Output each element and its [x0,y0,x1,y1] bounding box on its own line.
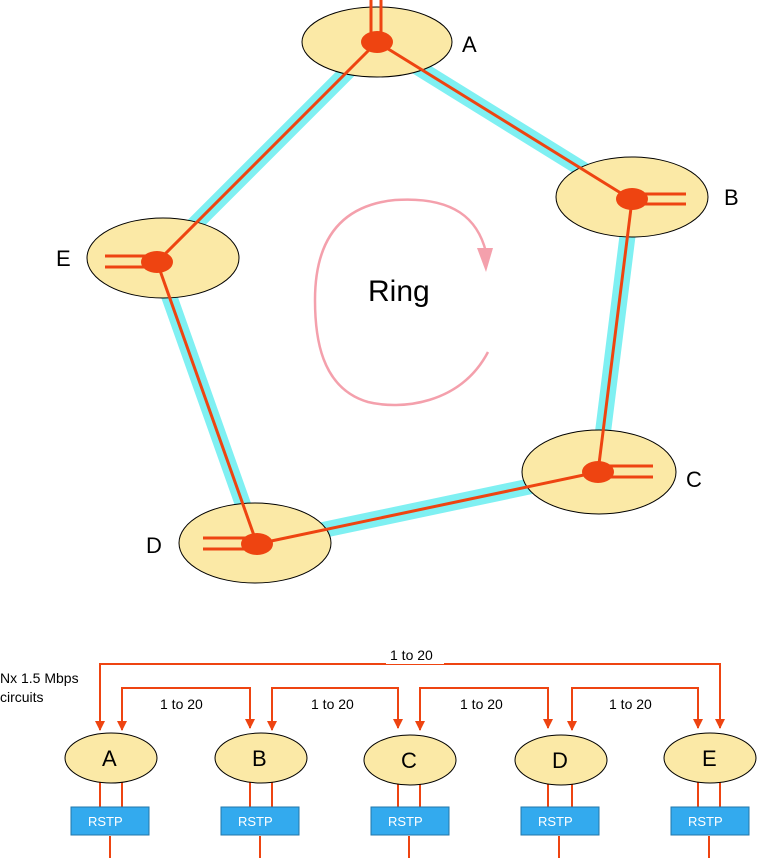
circuit-note-line1: Nx 1.5 Mbps [0,670,79,686]
ring-label-b: B [724,185,739,210]
ring-label-d: D [146,533,162,558]
linear-node-e: E RSTP [663,732,757,858]
link-label-a-b: 1 to 20 [160,696,203,712]
rstp-label-e: RSTP [688,814,723,829]
ring-label-e: E [56,246,71,271]
ring-link-c-d [256,470,599,546]
rstp-box-d [520,806,600,836]
linear-node-e-label: E [702,746,717,771]
linear-node-d-label: D [552,748,568,773]
linear-node-b: B RSTP [214,732,308,858]
link-label-a-e: 1 to 20 [390,647,433,663]
rstp-label-a: RSTP [88,814,123,829]
ring-node-dots [141,31,648,555]
ring-label-c: C [686,467,702,492]
rstp-label-d: RSTP [538,814,573,829]
rstp-box-c [370,806,450,836]
circuit-note-line2: circuits [0,689,44,705]
linear-node-b-label: B [252,746,267,771]
link-label-c-d: 1 to 20 [460,696,503,712]
ring-links [155,40,634,546]
ring-link-b-c [596,199,634,473]
linear-diagram: Nx 1.5 Mbps circuits 1 to 20 1 to 20 1 t… [0,647,757,858]
linear-node-c-label: C [401,748,417,773]
ring-link-d-e [155,261,259,545]
linear-node-a-label: A [102,746,117,771]
ring-label-a: A [462,32,477,57]
rstp-label-b: RSTP [238,814,273,829]
rstp-box-e [670,806,750,836]
linear-node-d: D RSTP [514,734,608,858]
ring-diagram: Ring A B C D E [56,0,739,584]
ring-link-e-a [155,40,379,264]
linear-node-a: A RSTP [64,732,158,858]
rstp-box-a [70,806,150,836]
linear-node-c: C RSTP [363,734,457,858]
link-label-b-c: 1 to 20 [311,696,354,712]
link-label-d-e: 1 to 20 [609,696,652,712]
ring-link-a-b [376,40,633,202]
ring-rotation-arrow [313,198,493,407]
rstp-label-c: RSTP [388,814,423,829]
ring-title: Ring [368,275,430,308]
rstp-box-b [220,806,300,836]
